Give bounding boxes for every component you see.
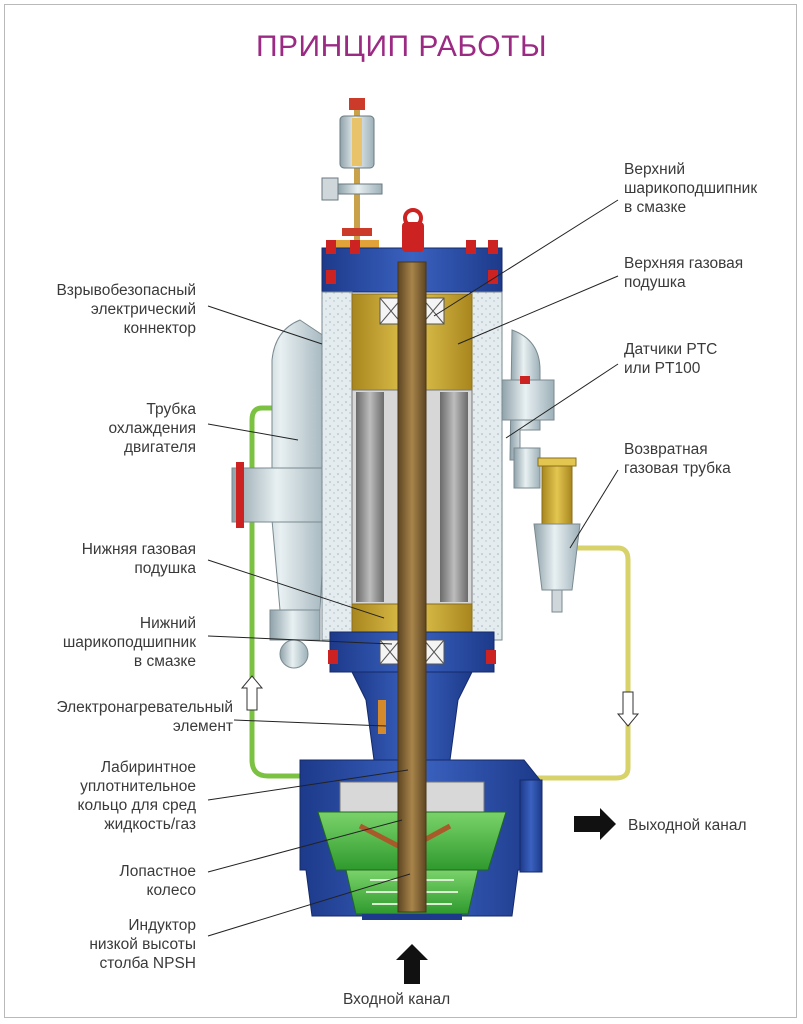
inlet-arrow-icon	[396, 944, 428, 984]
top-valve-assembly	[321, 98, 383, 250]
label-outlet: Выходной канал	[628, 817, 747, 834]
return-gas-chamber	[533, 457, 581, 613]
flange-bolts	[326, 208, 498, 664]
outlet-arrow-icon	[574, 808, 616, 840]
return-gas-pipe	[520, 545, 631, 781]
cooling-tube-loop	[249, 405, 330, 779]
figure-frame	[4, 4, 797, 1018]
cooling-separator	[231, 319, 333, 669]
label-inlet: Входной канал	[343, 991, 451, 1008]
leader-lines	[207, 199, 619, 937]
sensor-housing	[501, 329, 555, 489]
cooling-flow-arrow-icon	[240, 675, 264, 711]
motor-shaft	[397, 261, 427, 913]
return-flow-arrow-icon	[616, 691, 640, 727]
page-title: ПРИНЦИП РАБОТЫ	[255, 30, 548, 63]
